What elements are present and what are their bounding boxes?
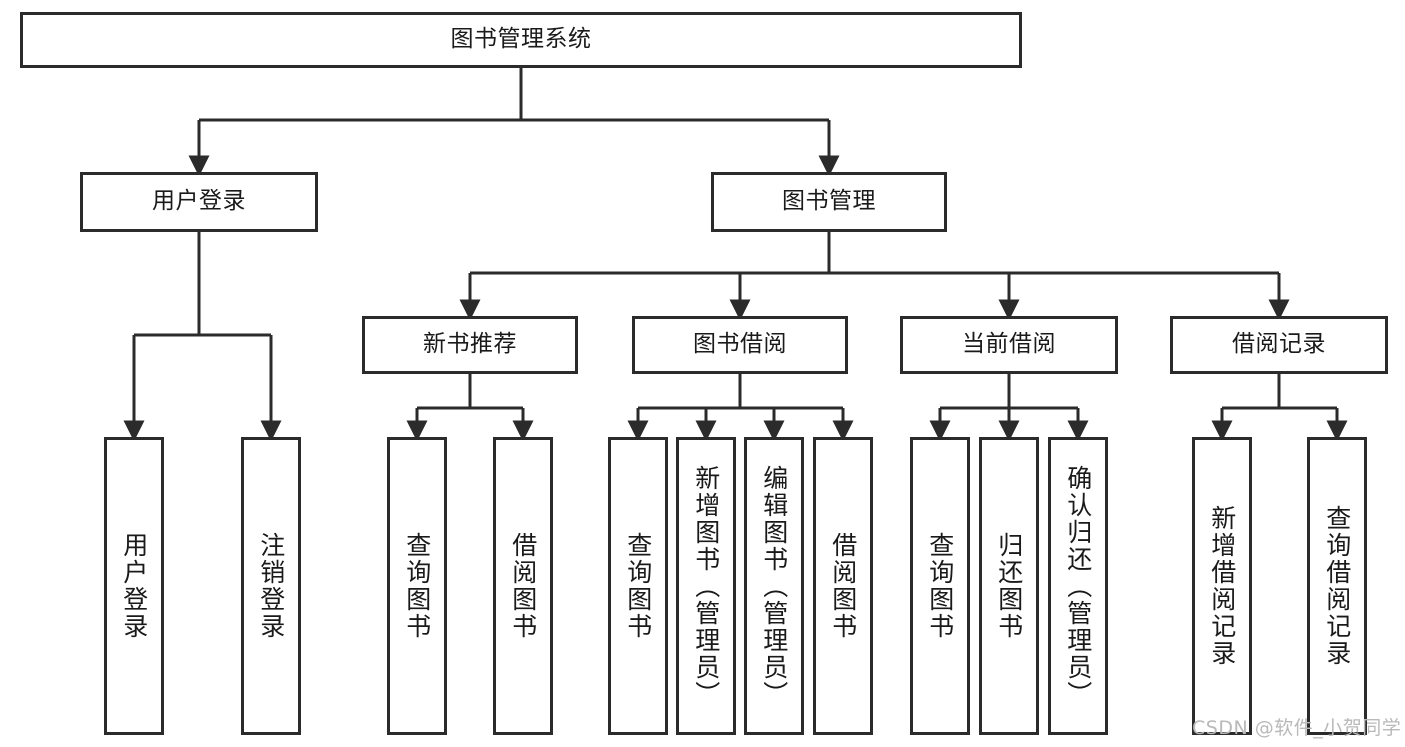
node-current-borrow-label: 当前借阅: [962, 331, 1056, 358]
node-leaf-query-book-1-label: 查询图书: [402, 532, 432, 640]
node-root[interactable]: 图书管理系统: [20, 12, 1022, 68]
node-borrow-record[interactable]: 借阅记录: [1170, 316, 1388, 374]
node-leaf-logout[interactable]: 注销登录: [241, 437, 301, 735]
node-leaf-query-record[interactable]: 查询借阅记录: [1307, 437, 1367, 735]
node-book-manage-label: 图书管理: [782, 188, 876, 215]
node-leaf-confirm-return-label: 确认归还（管理员）: [1063, 464, 1093, 708]
node-leaf-query-book-3[interactable]: 查询图书: [910, 437, 970, 735]
node-leaf-add-book[interactable]: 新增图书（管理员）: [676, 437, 736, 735]
node-book-borrow-label: 图书借阅: [693, 331, 787, 358]
node-leaf-add-record-label: 新增借阅记录: [1207, 505, 1237, 667]
node-leaf-borrow-book-1-label: 借阅图书: [508, 532, 538, 640]
node-new-book-rec[interactable]: 新书推荐: [362, 316, 578, 374]
node-leaf-borrow-book-2[interactable]: 借阅图书: [813, 437, 873, 735]
node-root-label: 图书管理系统: [450, 26, 592, 53]
node-book-borrow[interactable]: 图书借阅: [632, 316, 848, 374]
node-user-login[interactable]: 用户登录: [80, 172, 318, 232]
node-leaf-edit-book[interactable]: 编辑图书（管理员）: [744, 437, 804, 735]
node-leaf-return-book-label: 归还图书: [994, 532, 1024, 640]
node-leaf-confirm-return[interactable]: 确认归还（管理员）: [1048, 437, 1108, 735]
node-leaf-query-record-label: 查询借阅记录: [1322, 505, 1352, 667]
node-book-manage[interactable]: 图书管理: [711, 172, 947, 232]
node-user-login-label: 用户登录: [152, 188, 246, 215]
node-new-book-rec-label: 新书推荐: [423, 331, 517, 358]
node-leaf-query-book-2-label: 查询图书: [623, 532, 653, 640]
node-current-borrow[interactable]: 当前借阅: [900, 316, 1118, 374]
node-leaf-edit-book-label: 编辑图书（管理员）: [759, 464, 789, 708]
node-leaf-query-book-3-label: 查询图书: [925, 532, 955, 640]
node-leaf-add-record[interactable]: 新增借阅记录: [1192, 437, 1252, 735]
node-leaf-query-book-2[interactable]: 查询图书: [608, 437, 668, 735]
node-leaf-borrow-book-1[interactable]: 借阅图书: [493, 437, 553, 735]
node-leaf-return-book[interactable]: 归还图书: [979, 437, 1039, 735]
node-leaf-query-book-1[interactable]: 查询图书: [387, 437, 447, 735]
node-leaf-logout-label: 注销登录: [256, 532, 286, 640]
node-leaf-user-login-label: 用户登录: [119, 532, 149, 640]
node-leaf-user-login[interactable]: 用户登录: [104, 437, 164, 735]
node-leaf-add-book-label: 新增图书（管理员）: [691, 464, 721, 708]
node-leaf-borrow-book-2-label: 借阅图书: [828, 532, 858, 640]
node-borrow-record-label: 借阅记录: [1232, 331, 1326, 358]
